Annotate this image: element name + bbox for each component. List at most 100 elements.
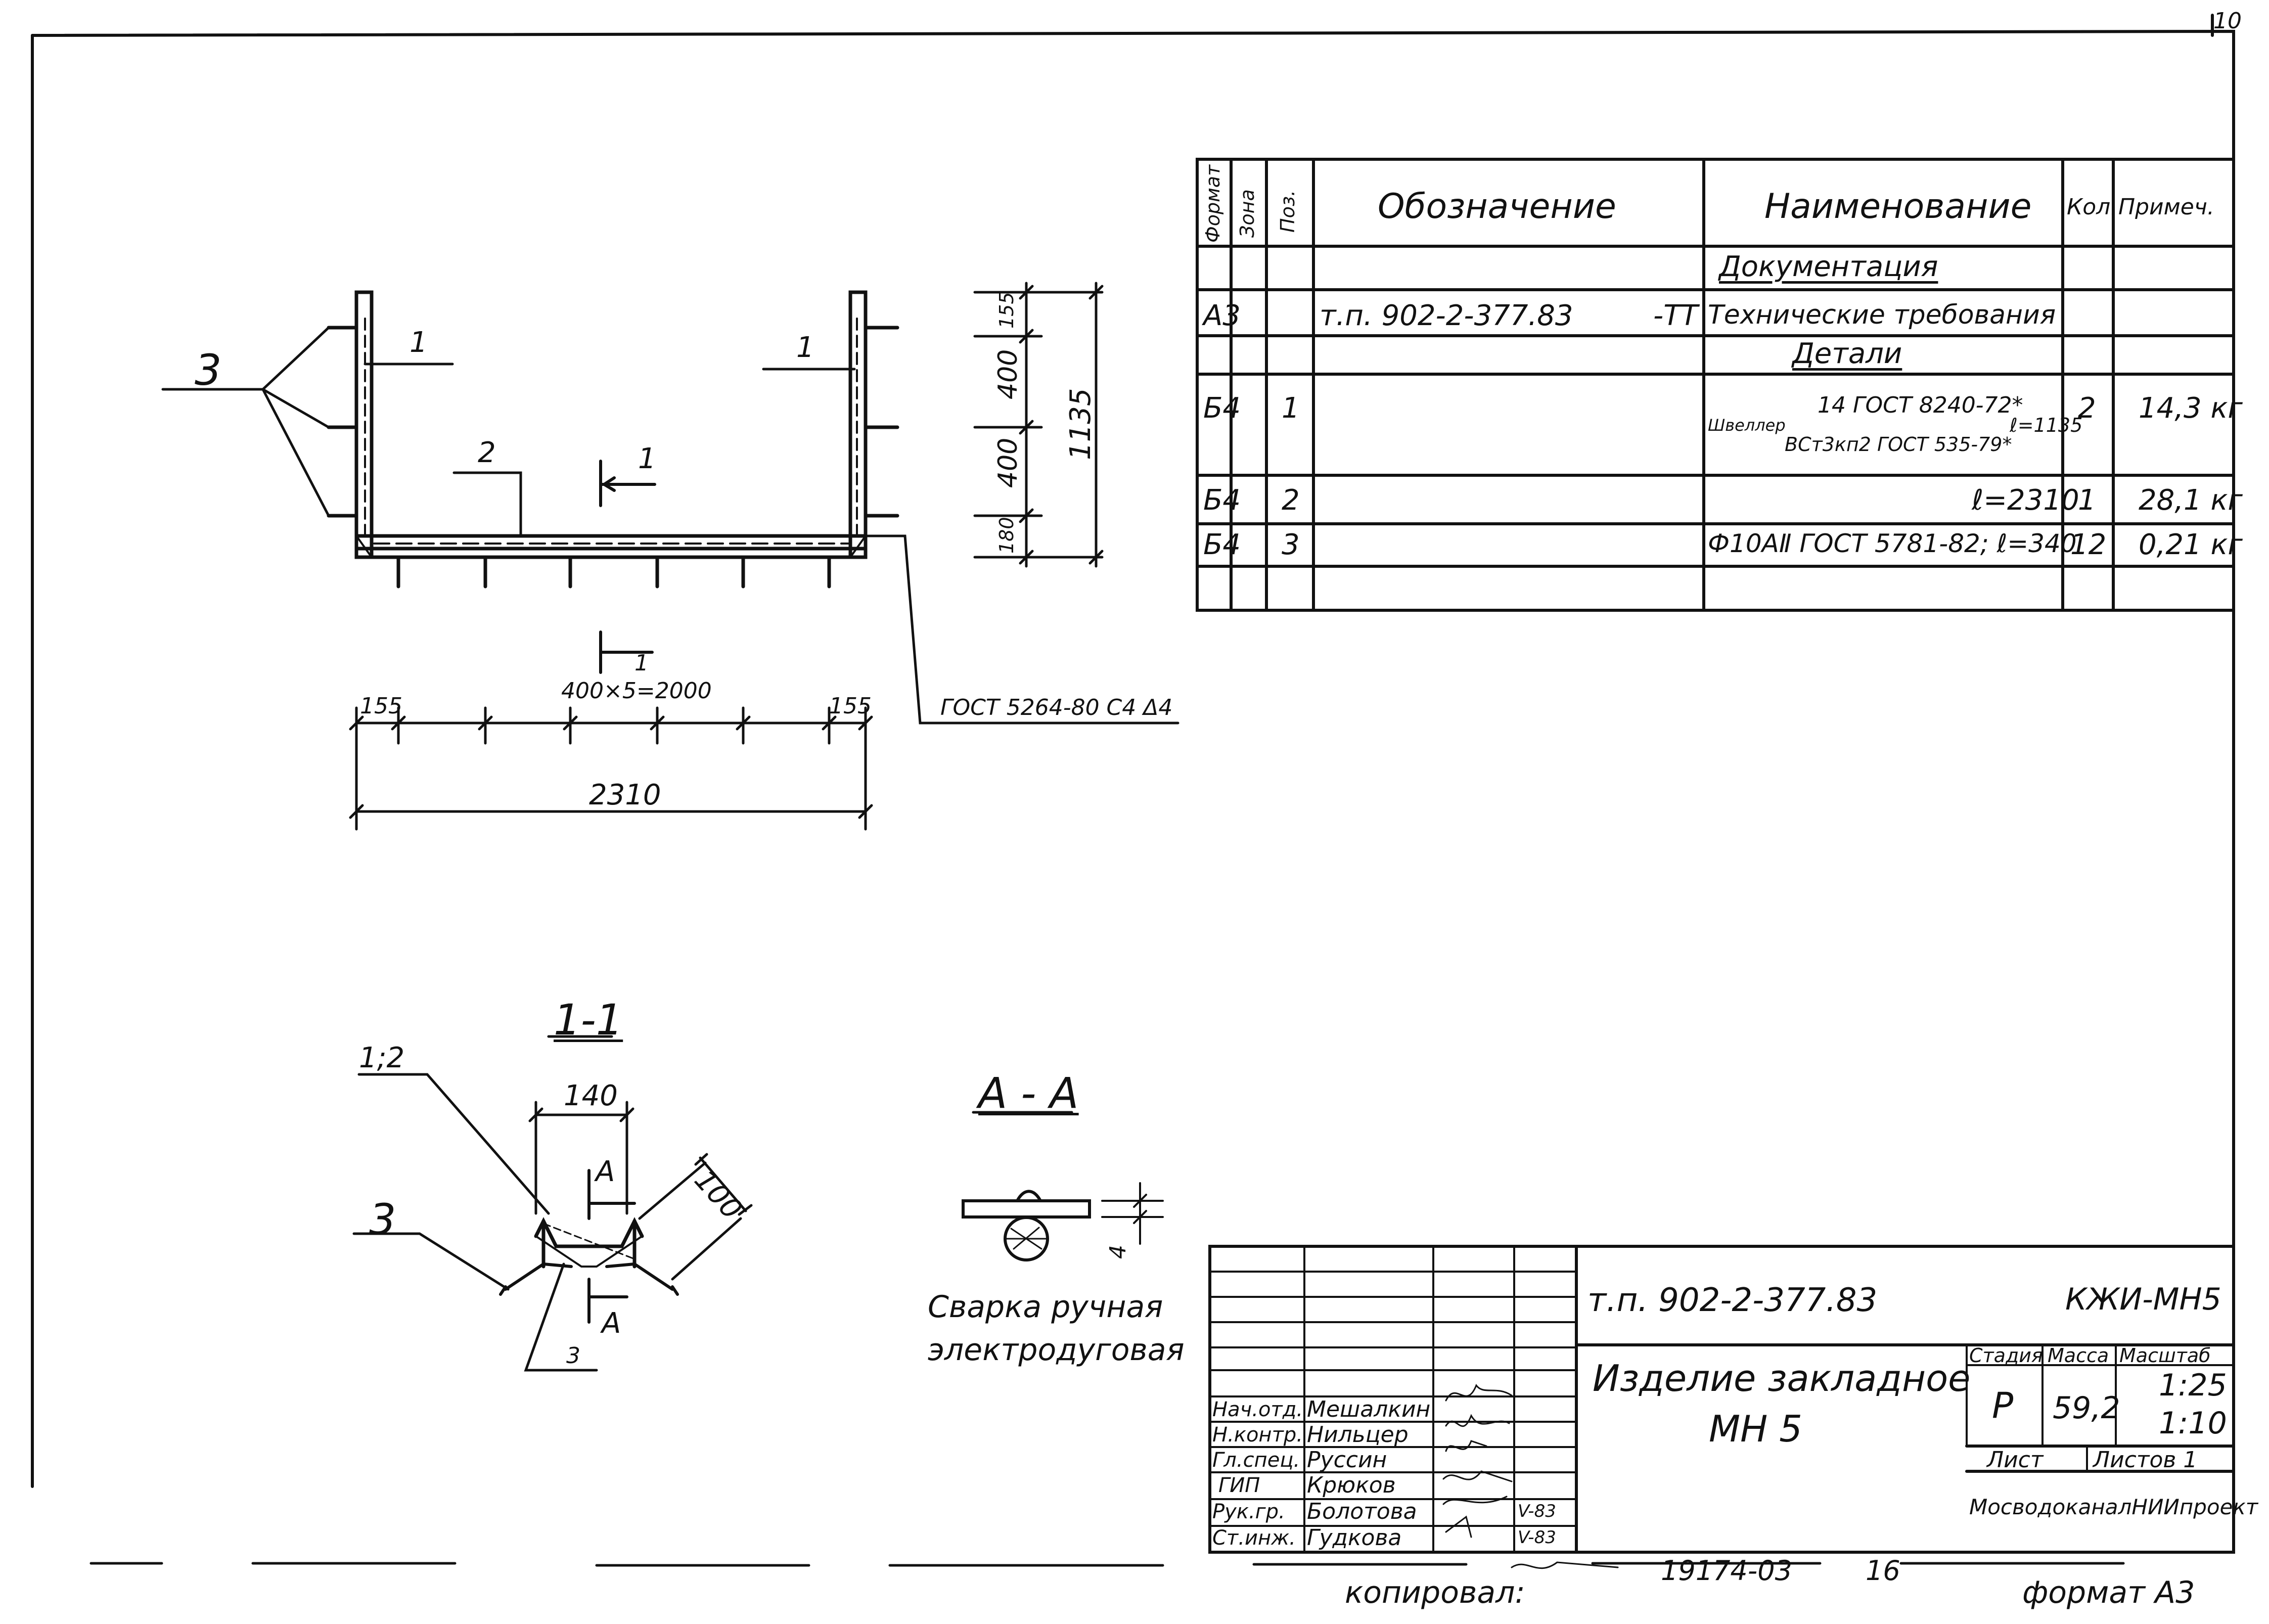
person-3-role: Гл.спец. [1212, 1449, 1300, 1472]
person-5-role: Рук.гр. [1212, 1500, 1285, 1523]
person-6-name: Гудкова [1307, 1525, 1402, 1551]
person-6-role: Ст.инж. [1212, 1526, 1296, 1550]
row1-note: 14,3 кг [2139, 392, 2243, 425]
dim-v-total: 1135 [1064, 388, 1097, 460]
person-1-name: Мешалкин [1307, 1396, 1431, 1422]
row3-note: 0,21 кг [2139, 528, 2243, 561]
section-1-1-dim-140: 140 [564, 1079, 618, 1112]
value-stage: Р [1992, 1385, 2014, 1426]
row1-name-line1: 14 ГОСТ 8240-72* [1818, 392, 2023, 418]
section-mark-top: 1 [638, 442, 656, 475]
header-qty: Кол. [2067, 194, 2118, 220]
dim-total-2310: 2310 [589, 779, 661, 811]
person-6-date: V-83 [1518, 1527, 1556, 1548]
dim-v-155: 155 [995, 292, 1018, 329]
title-block-grid [1208, 1245, 2235, 1554]
header-note: Примеч. [2118, 194, 2214, 220]
section-mark-bottom: 1 [634, 650, 649, 676]
person-2-name: Нильцер [1307, 1422, 1409, 1448]
title-line1: Изделие закладное [1593, 1357, 1971, 1400]
doc-row-suffix: -ТТ [1653, 299, 1698, 332]
person-2-role: Н.контр. [1212, 1423, 1303, 1447]
section-1-1-leader-3: 3 [369, 1195, 396, 1244]
header-pos: Поз. [1277, 190, 1299, 233]
vertical-dimension-lines [973, 282, 1104, 568]
row2-name: ℓ=2310 [1972, 484, 2079, 517]
doc-row-format: А3 [1203, 299, 1241, 332]
section-1-1-mark-a-top: А [596, 1155, 615, 1188]
section-1-1-view [352, 1035, 753, 1372]
section-1-1-title: 1-1 [554, 995, 623, 1045]
footer-copied: копировал: [1345, 1575, 1525, 1610]
hdr-stage: Стадия [1969, 1344, 2043, 1367]
plan-view [161, 290, 1179, 725]
footer-page: 16 [1866, 1555, 1900, 1587]
dim-right-155: 155 [829, 693, 872, 719]
hdr-mass: Масса [2048, 1344, 2109, 1367]
row3-qty: 12 [2070, 528, 2107, 561]
label-sheets: Листов 1 [2093, 1447, 2198, 1473]
person-3-name: Руссин [1307, 1447, 1387, 1473]
dim-left-155: 155 [360, 693, 402, 719]
leader-3-label: 3 [195, 345, 222, 395]
person-1-role: Нач.отд. [1212, 1398, 1303, 1421]
signatures [1442, 1383, 1619, 1569]
org-name: МосводоканалНИИпроект [1969, 1495, 2258, 1519]
hdr-scale: Масштаб [2119, 1344, 2211, 1367]
value-mass: 59,2 [2053, 1390, 2120, 1426]
dim-mid-2000: 400×5=2000 [561, 678, 712, 704]
section-documentation: Документация [1719, 250, 1938, 283]
section-a-a-dim-4: 4 [1105, 1245, 1131, 1259]
leader-1-right-label: 1 [796, 331, 814, 364]
row1-name-word: Швеллер [1708, 416, 1786, 435]
row1-pos: 1 [1282, 392, 1300, 425]
row3-pos: 3 [1282, 528, 1300, 561]
person-5-date: V-83 [1518, 1501, 1556, 1521]
leader-1-left-label: 1 [410, 326, 428, 359]
section-1-1-mark-a-bottom: А [602, 1307, 621, 1340]
row1-name-line2: ВСт3кп2 ГОСТ 535-79* [1785, 433, 2012, 456]
row1-qty: 2 [2078, 392, 2096, 425]
section-1-1-leader-12: 1;2 [359, 1042, 405, 1074]
title-line2: МН 5 [1709, 1408, 1802, 1450]
header-zone: Зона [1236, 189, 1258, 238]
header-designation: Обозначение [1378, 187, 1616, 227]
page-number: 10 [2213, 8, 2242, 34]
horizontal-dimension-lines [349, 706, 873, 831]
spec-table-grid [1196, 158, 2235, 612]
dim-v-180: 180 [995, 517, 1018, 554]
row2-pos: 2 [1282, 484, 1300, 517]
footer-inventory: 19174-03 [1661, 1555, 1792, 1587]
person-4-role: ГИП [1218, 1474, 1260, 1497]
weld-caption-line1: Сварка ручная [928, 1289, 1163, 1325]
row3-name: Ф10АⅡ ГОСТ 5781-82; ℓ=340 [1708, 529, 2077, 558]
title-sheet-code: КЖИ-МН5 [2065, 1282, 2221, 1317]
row1-name-len: ℓ=1135 [2010, 414, 2083, 436]
row2-qty: 1 [2078, 484, 2096, 517]
section-a-a-title: А - А [978, 1068, 1079, 1118]
leader-2-label: 2 [478, 436, 496, 469]
header-format: Формат [1202, 164, 1224, 243]
dim-v-400-bottom: 400 [993, 437, 1023, 488]
person-5-name: Болотова [1307, 1499, 1417, 1524]
doc-row-designation: т.п. 902-2-377.83 [1320, 299, 1573, 332]
title-doc-code: т.п. 902-2-377.83 [1587, 1282, 1878, 1319]
bottom-dashes [89, 1562, 2125, 1567]
section-1-1-dim-3: 3 [566, 1343, 580, 1369]
dim-v-400-top: 400 [993, 349, 1023, 399]
weld-caption-line2: электродуговая [928, 1332, 1185, 1368]
row2-format: Б4 [1203, 484, 1241, 517]
value-scale-1: 1:25 [2159, 1368, 2227, 1403]
row2-note: 28,1 кг [2139, 484, 2243, 517]
section-details: Детали [1792, 337, 1902, 370]
row1-format: Б4 [1203, 392, 1241, 425]
doc-row-name: Технические требования [1708, 300, 2056, 330]
label-sheet: Лист [1987, 1447, 2044, 1473]
footer-format: формат А3 [2022, 1575, 2195, 1610]
weld-note: ГОСТ 5264-80 С4 Δ4 [940, 695, 1173, 720]
header-name: Наименование [1764, 187, 2032, 227]
row3-format: Б4 [1203, 528, 1241, 561]
sheet-frame [31, 29, 2235, 1554]
